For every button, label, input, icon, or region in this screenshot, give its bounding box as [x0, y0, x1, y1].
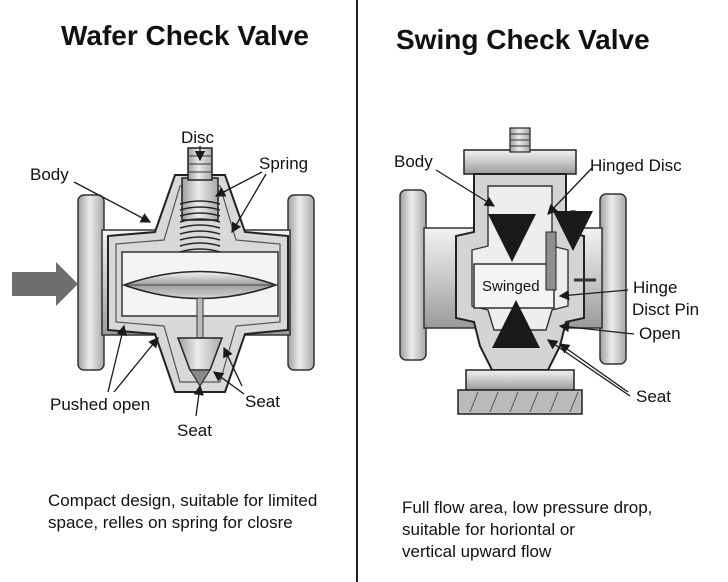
wafer-desc-line-2: space, relles on spring for closre	[48, 513, 293, 532]
label-wafer-body: Body	[30, 165, 69, 184]
wafer-right-flange	[287, 194, 315, 371]
panel-divider	[356, 0, 358, 582]
label-swing-seat: Seat	[636, 387, 671, 406]
swing-title: Swing Check Valve	[396, 24, 650, 55]
swing-valve	[399, 127, 635, 415]
wafer-left-flange	[77, 194, 105, 371]
label-swing-body: Body	[394, 152, 433, 171]
label-disc: Disc	[181, 128, 215, 147]
swing-desc-line-3: vertical upward flow	[402, 542, 552, 561]
label-swinged: Swinged	[482, 278, 540, 295]
label-hinge: Hinge	[633, 278, 678, 297]
label-hinged-disc: Hinged Disc	[590, 156, 682, 175]
label-disct-pin: Disct Pin	[632, 300, 700, 319]
swing-desc-line-2: suitable for horiontal or	[402, 520, 575, 539]
label-seat-bottom: Seat	[177, 421, 212, 440]
wafer-description: Compact design, suitable for limited spa…	[48, 490, 317, 534]
swing-desc-line-1: Full flow area, low pressure drop,	[402, 498, 653, 517]
wafer-desc-line-1: Compact design, suitable for limited	[48, 491, 318, 510]
wafer-valve	[12, 146, 315, 417]
label-pushed-open: Pushed open	[50, 395, 151, 414]
label-open: Open	[639, 324, 681, 343]
wafer-flow-arrow	[12, 262, 78, 306]
label-spring: Spring	[259, 154, 309, 173]
wafer-title: Wafer Check Valve	[61, 20, 309, 51]
wafer-spring	[179, 200, 221, 253]
label-seat-right: Seat	[245, 392, 280, 411]
swing-description: Full flow area, low pressure drop, suita…	[402, 497, 652, 563]
hinged-disc	[545, 231, 557, 291]
